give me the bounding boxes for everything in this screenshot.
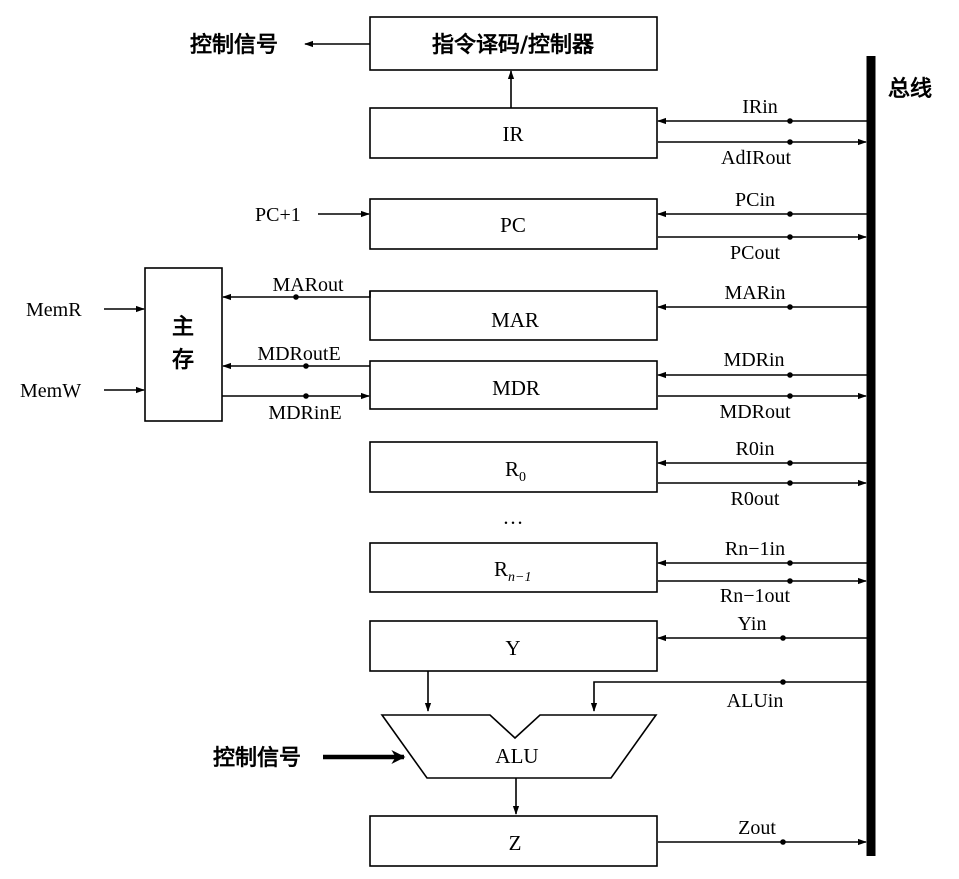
y-in-label: Yin (738, 613, 767, 635)
ir-register (369, 107, 658, 159)
rn-1-in-gate (787, 560, 793, 566)
mdr-in-label: MDRin (723, 349, 784, 371)
mar-out-label: MARout (272, 274, 344, 296)
mar-label: MAR (491, 308, 539, 332)
alu-in-wire (590, 681, 867, 712)
z-out-label: Zout (738, 817, 776, 839)
main-memory-label-2: 存 (172, 347, 194, 373)
decoder-label: 指令译码/控制器 (432, 32, 595, 58)
r0-register (369, 441, 658, 493)
r0-subscript: 0 (519, 470, 526, 485)
r0-label: R0 (505, 457, 526, 485)
alu-in-gate (780, 679, 786, 685)
rn-1-register (369, 542, 658, 593)
mdr-out-e-label: MDRoutE (257, 343, 340, 365)
rn-1-label: Rn−1 (494, 557, 531, 585)
r0-out-label: R0out (731, 488, 780, 510)
pc-in-label: PCin (735, 189, 775, 211)
register-ellipsis: … (503, 505, 524, 529)
main-memory-label-1: 主 (172, 315, 194, 340)
pc-in-gate (787, 211, 793, 217)
ir-in-label: IRin (742, 96, 778, 118)
pc-label: PC (500, 213, 526, 237)
z-register (369, 815, 658, 867)
mdr-label: MDR (492, 376, 540, 400)
mdr-register (369, 360, 658, 410)
mar-out-wire (222, 291, 371, 301)
y-in-gate (780, 635, 786, 641)
mem-r-label: MemR (26, 299, 82, 321)
alu-in-label: ALUin (727, 690, 784, 712)
r0-out-gate (787, 480, 793, 486)
mar-in-label: MARin (724, 282, 785, 304)
alu-label: ALU (495, 744, 538, 768)
y-register (369, 620, 658, 672)
mdr-out-e-gate (303, 363, 309, 369)
mdr-out-label: MDRout (719, 401, 791, 423)
mdr-in-e-gate (303, 393, 309, 399)
ir-label: IR (503, 122, 524, 146)
mar-register (369, 290, 658, 341)
ad-ir-out-gate (787, 139, 793, 145)
ad-ir-out-label: AdIRout (721, 147, 791, 169)
pc-out-gate (787, 234, 793, 240)
ir-in-gate (787, 118, 793, 124)
decoder-box (369, 16, 658, 71)
mdr-in-gate (787, 372, 793, 378)
rn-1-out-label: Rn−1out (720, 585, 791, 607)
pc-out-label: PCout (730, 242, 780, 264)
pc-register (369, 198, 658, 250)
alu-unit (380, 714, 658, 779)
mdr-out-gate (787, 393, 793, 399)
bus-label: 总线 (888, 76, 932, 102)
alu-control-signal-label: 控制信号 (213, 745, 301, 771)
z-label: Z (509, 831, 522, 855)
mar-out-gate (293, 294, 299, 300)
y-label: Y (505, 636, 520, 660)
mem-w-label: MemW (20, 380, 81, 402)
mar-in-gate (787, 304, 793, 310)
r0-in-label: R0in (736, 438, 775, 460)
rn-1-in-label: Rn−1in (725, 538, 785, 560)
rn-1-subscript: n−1 (508, 570, 531, 585)
rn-1-out-gate (787, 578, 793, 584)
z-out-gate (780, 839, 786, 845)
control-signal-top-label: 控制信号 (190, 32, 278, 58)
mdr-in-e-label: MDRinE (268, 402, 341, 424)
r0-in-gate (787, 460, 793, 466)
pc-plus-1-label: PC+1 (255, 204, 301, 226)
main-memory-box (144, 267, 223, 422)
